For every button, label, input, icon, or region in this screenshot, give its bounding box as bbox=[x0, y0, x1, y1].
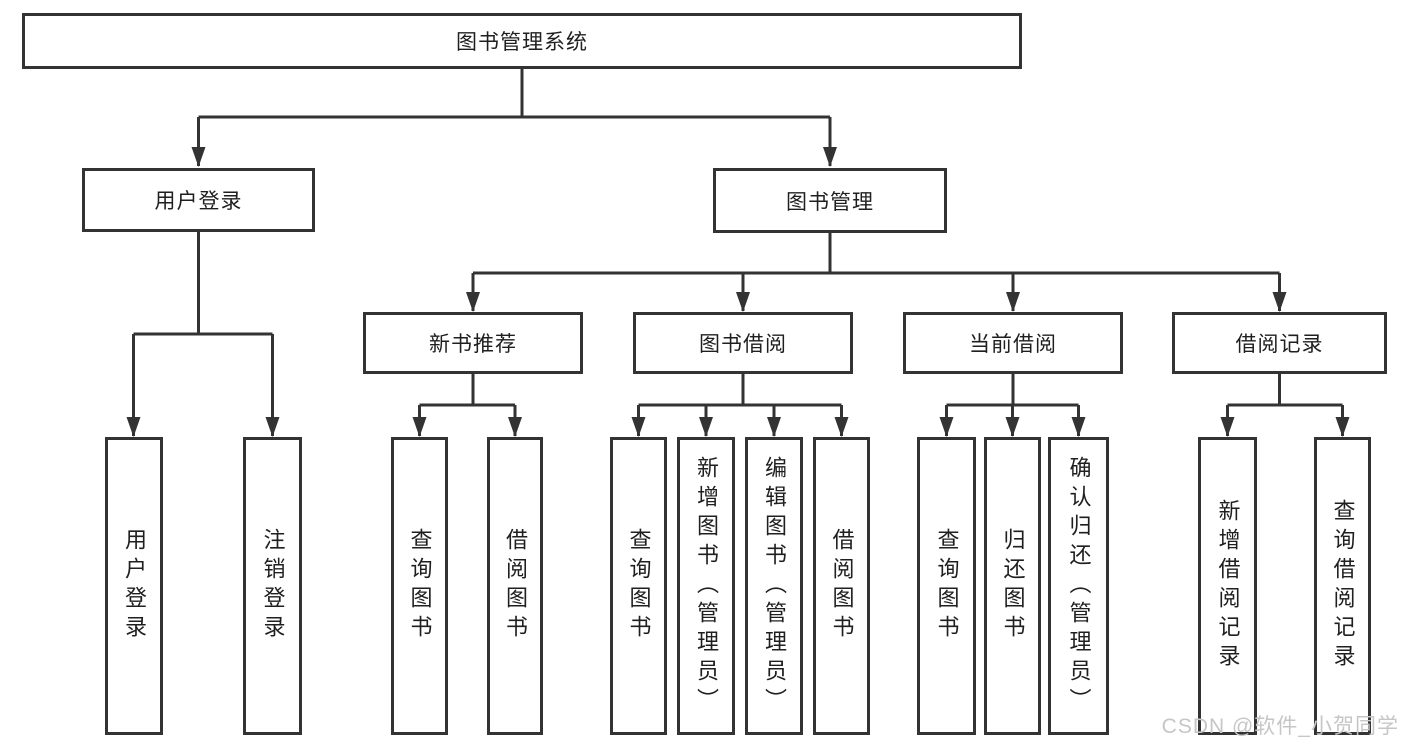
node-borrow-records-label: 借阅记录 bbox=[1235, 333, 1324, 356]
node-borrow-records: 借阅记录 bbox=[1172, 312, 1387, 374]
node-current-borrow: 当前借阅 bbox=[903, 312, 1123, 374]
leaf-borrow-query-books: 查询图书 bbox=[610, 437, 667, 735]
leaf-add-books-admin: 新增图书（管理员） bbox=[677, 437, 735, 735]
leaf-user-login-label: 用户登录 bbox=[122, 528, 147, 644]
leaf-borrow-books-label: 借阅图书 bbox=[829, 528, 855, 644]
node-book-management: 图书管理 bbox=[713, 168, 947, 233]
leaf-add-borrow-record-label: 新增借阅记录 bbox=[1215, 499, 1241, 673]
leaf-confirm-return-admin: 确认归还（管理员） bbox=[1048, 437, 1109, 735]
leaf-return-books-label: 归还图书 bbox=[1000, 528, 1026, 644]
leaf-current-query-books-label: 查询图书 bbox=[934, 528, 960, 644]
leaf-edit-books-admin-label: 编辑图书（管理员） bbox=[762, 455, 787, 717]
node-book-management-label: 图书管理 bbox=[786, 190, 874, 214]
leaf-logout: 注销登录 bbox=[243, 437, 302, 735]
leaf-borrow-query-books-label: 查询图书 bbox=[626, 528, 652, 644]
leaf-current-query-books: 查询图书 bbox=[917, 437, 976, 735]
node-current-borrow-label: 当前借阅 bbox=[969, 333, 1057, 356]
leaf-query-borrow-record: 查询借阅记录 bbox=[1314, 437, 1371, 735]
leaf-confirm-return-admin-label: 确认归还（管理员） bbox=[1066, 455, 1092, 717]
leaf-logout-label: 注销登录 bbox=[260, 528, 286, 644]
node-new-book-recommend-label: 新书推荐 bbox=[429, 333, 517, 356]
node-book-borrow: 图书借阅 bbox=[633, 312, 853, 374]
leaf-edit-books-admin: 编辑图书（管理员） bbox=[745, 437, 803, 735]
node-new-book-recommend: 新书推荐 bbox=[363, 312, 583, 374]
leaf-recommend-borrow-books-label: 借阅图书 bbox=[503, 528, 528, 644]
node-root-label: 图书管理系统 bbox=[456, 31, 588, 54]
leaf-add-books-admin-label: 新增图书（管理员） bbox=[694, 455, 719, 717]
node-user-login-label: 用户登录 bbox=[154, 190, 243, 213]
leaf-recommend-query-books-label: 查询图书 bbox=[407, 528, 433, 644]
leaf-recommend-borrow-books: 借阅图书 bbox=[487, 437, 543, 735]
leaf-user-login: 用户登录 bbox=[105, 437, 163, 735]
node-user-login: 用户登录 bbox=[82, 168, 315, 232]
leaf-recommend-query-books: 查询图书 bbox=[391, 437, 448, 735]
leaf-add-borrow-record: 新增借阅记录 bbox=[1198, 437, 1257, 735]
csdn-watermark: CSDN @软件_小贺同学 bbox=[1161, 715, 1399, 738]
node-book-borrow-label: 图书借阅 bbox=[699, 333, 787, 356]
leaf-borrow-books: 借阅图书 bbox=[813, 437, 870, 735]
leaf-return-books: 归还图书 bbox=[984, 437, 1041, 735]
leaf-query-borrow-record-label: 查询借阅记录 bbox=[1330, 499, 1356, 673]
node-root: 图书管理系统 bbox=[22, 13, 1022, 69]
